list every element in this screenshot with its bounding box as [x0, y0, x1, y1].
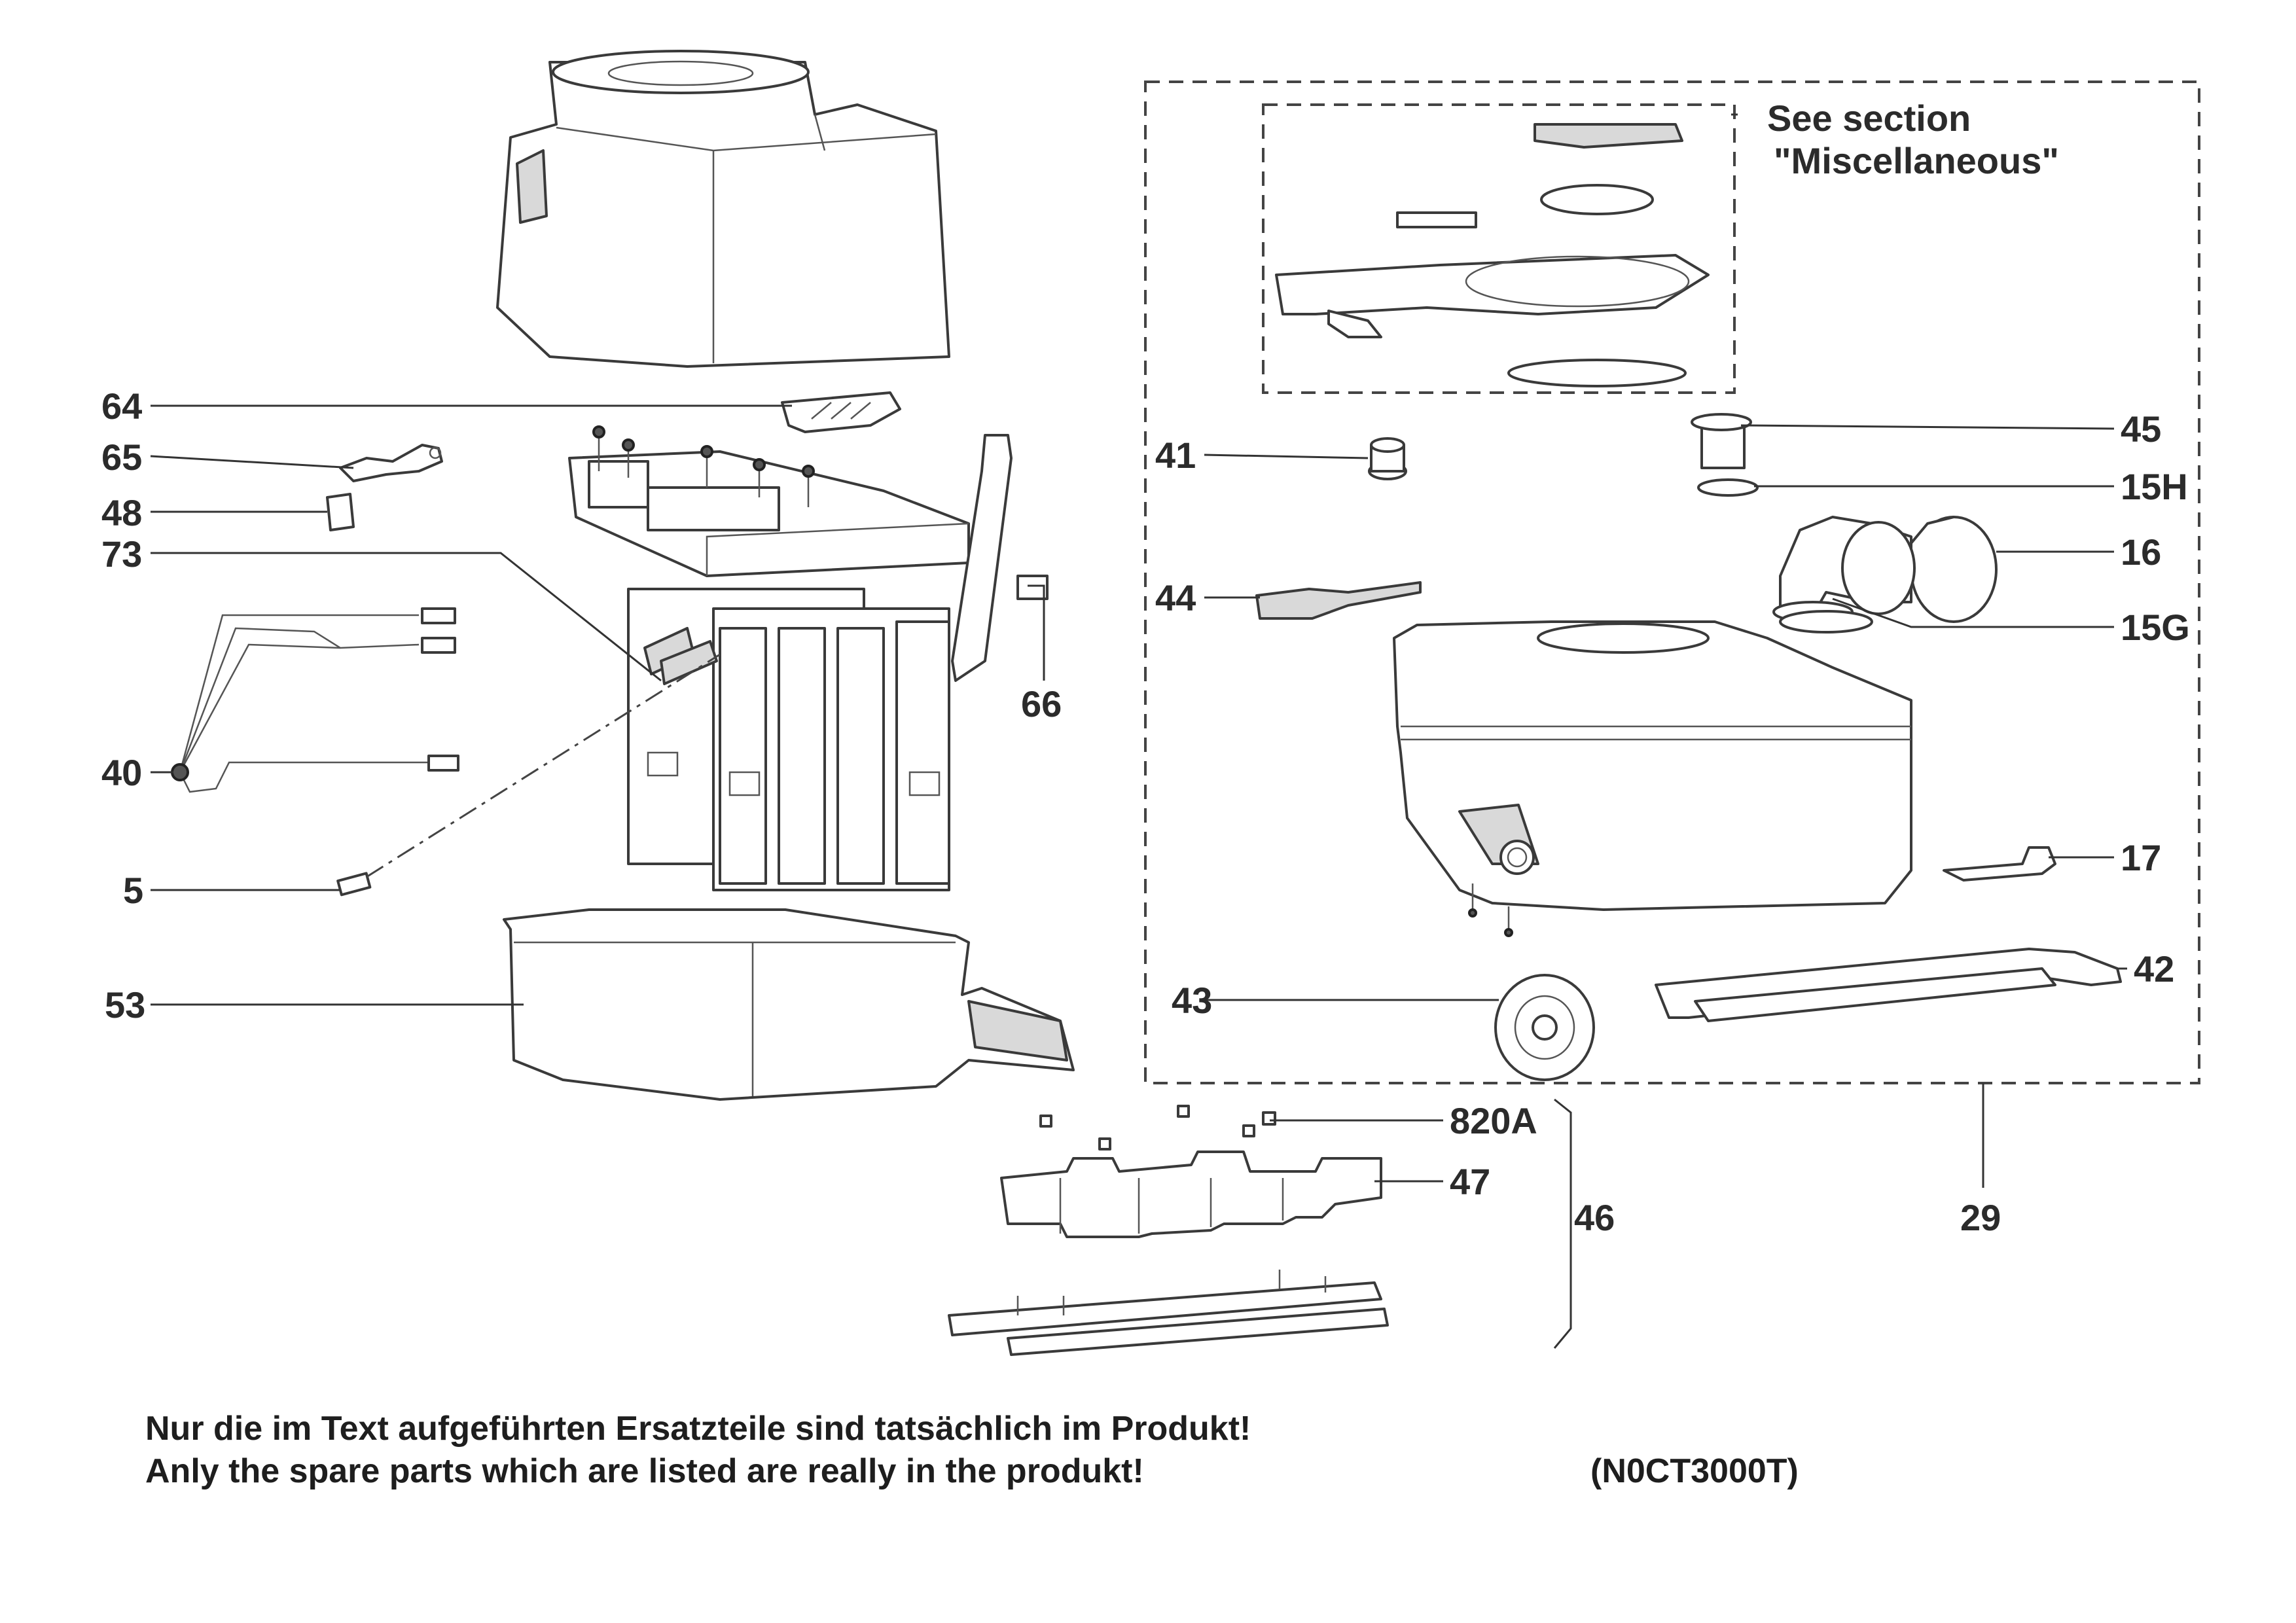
label-5: 5 — [123, 870, 143, 911]
label-43: 43 — [1172, 980, 1212, 1021]
label-29: 29 — [1960, 1197, 2001, 1238]
label-41: 41 — [1155, 435, 1196, 476]
part-64-lever — [781, 391, 901, 433]
part-43-wheel — [1494, 974, 1595, 1081]
waste-tank — [1393, 620, 1912, 937]
see-section-note: See section — [1767, 98, 1971, 139]
part-15H-seal — [1697, 478, 1759, 497]
label-42: 42 — [2134, 948, 2174, 990]
part-16-cap — [1910, 516, 1998, 623]
part-41-knob — [1368, 437, 1407, 480]
part-47-bracket — [1000, 1150, 1382, 1238]
part-820A-fasteners — [1039, 1105, 1276, 1150]
part-65-hook — [339, 444, 443, 482]
miscellaneous-parts — [1275, 123, 1710, 387]
label-46: 46 — [1574, 1197, 1615, 1238]
footer-note-german: Nur die im Text aufgeführten Ersatzteile… — [145, 1410, 1251, 1448]
pump-mechanism-assembly — [568, 425, 1013, 891]
label-45: 45 — [2121, 408, 2161, 450]
label-16: 16 — [2121, 531, 2161, 573]
label-73: 73 — [101, 533, 142, 575]
upper-housing-cover — [496, 50, 950, 368]
part-42-pull-handle — [1655, 948, 2122, 1022]
part-45-spout — [1691, 413, 1752, 469]
label-64: 64 — [101, 385, 142, 427]
label-15G: 15G — [2121, 607, 2190, 648]
label-65: 65 — [101, 437, 142, 478]
label-53: 53 — [105, 984, 145, 1026]
part-15G-elbow — [1772, 516, 1916, 633]
label-44: 44 — [1155, 577, 1196, 618]
drawing-code: (N0CT3000T) — [1590, 1452, 1799, 1490]
label-48: 48 — [101, 492, 142, 533]
label-66: 66 — [1021, 683, 1062, 724]
part-53-base-tray — [503, 908, 1075, 1101]
part-5-connector — [336, 653, 721, 897]
miscellaneous-subframe — [1262, 103, 1736, 394]
leader-lines — [150, 113, 2127, 1349]
section-29-frame — [1144, 80, 2200, 1084]
part-40-wiring-harness — [171, 607, 459, 793]
part-17-bracket — [1943, 846, 2056, 882]
part-66-plug — [1016, 575, 1049, 600]
see-section-note-target: "Miscellaneous" — [1774, 140, 2059, 181]
bottom-rails — [948, 1270, 1389, 1356]
part-48-clip — [326, 493, 355, 531]
part-44-handle — [1255, 581, 1422, 620]
label-15H: 15H — [2121, 466, 2188, 507]
label-820A: 820A — [1450, 1100, 1537, 1141]
footer-note-english: Anly the spare parts which are listed ar… — [145, 1452, 1144, 1490]
label-17: 17 — [2121, 837, 2161, 878]
label-40: 40 — [101, 752, 142, 793]
label-47: 47 — [1450, 1161, 1490, 1202]
